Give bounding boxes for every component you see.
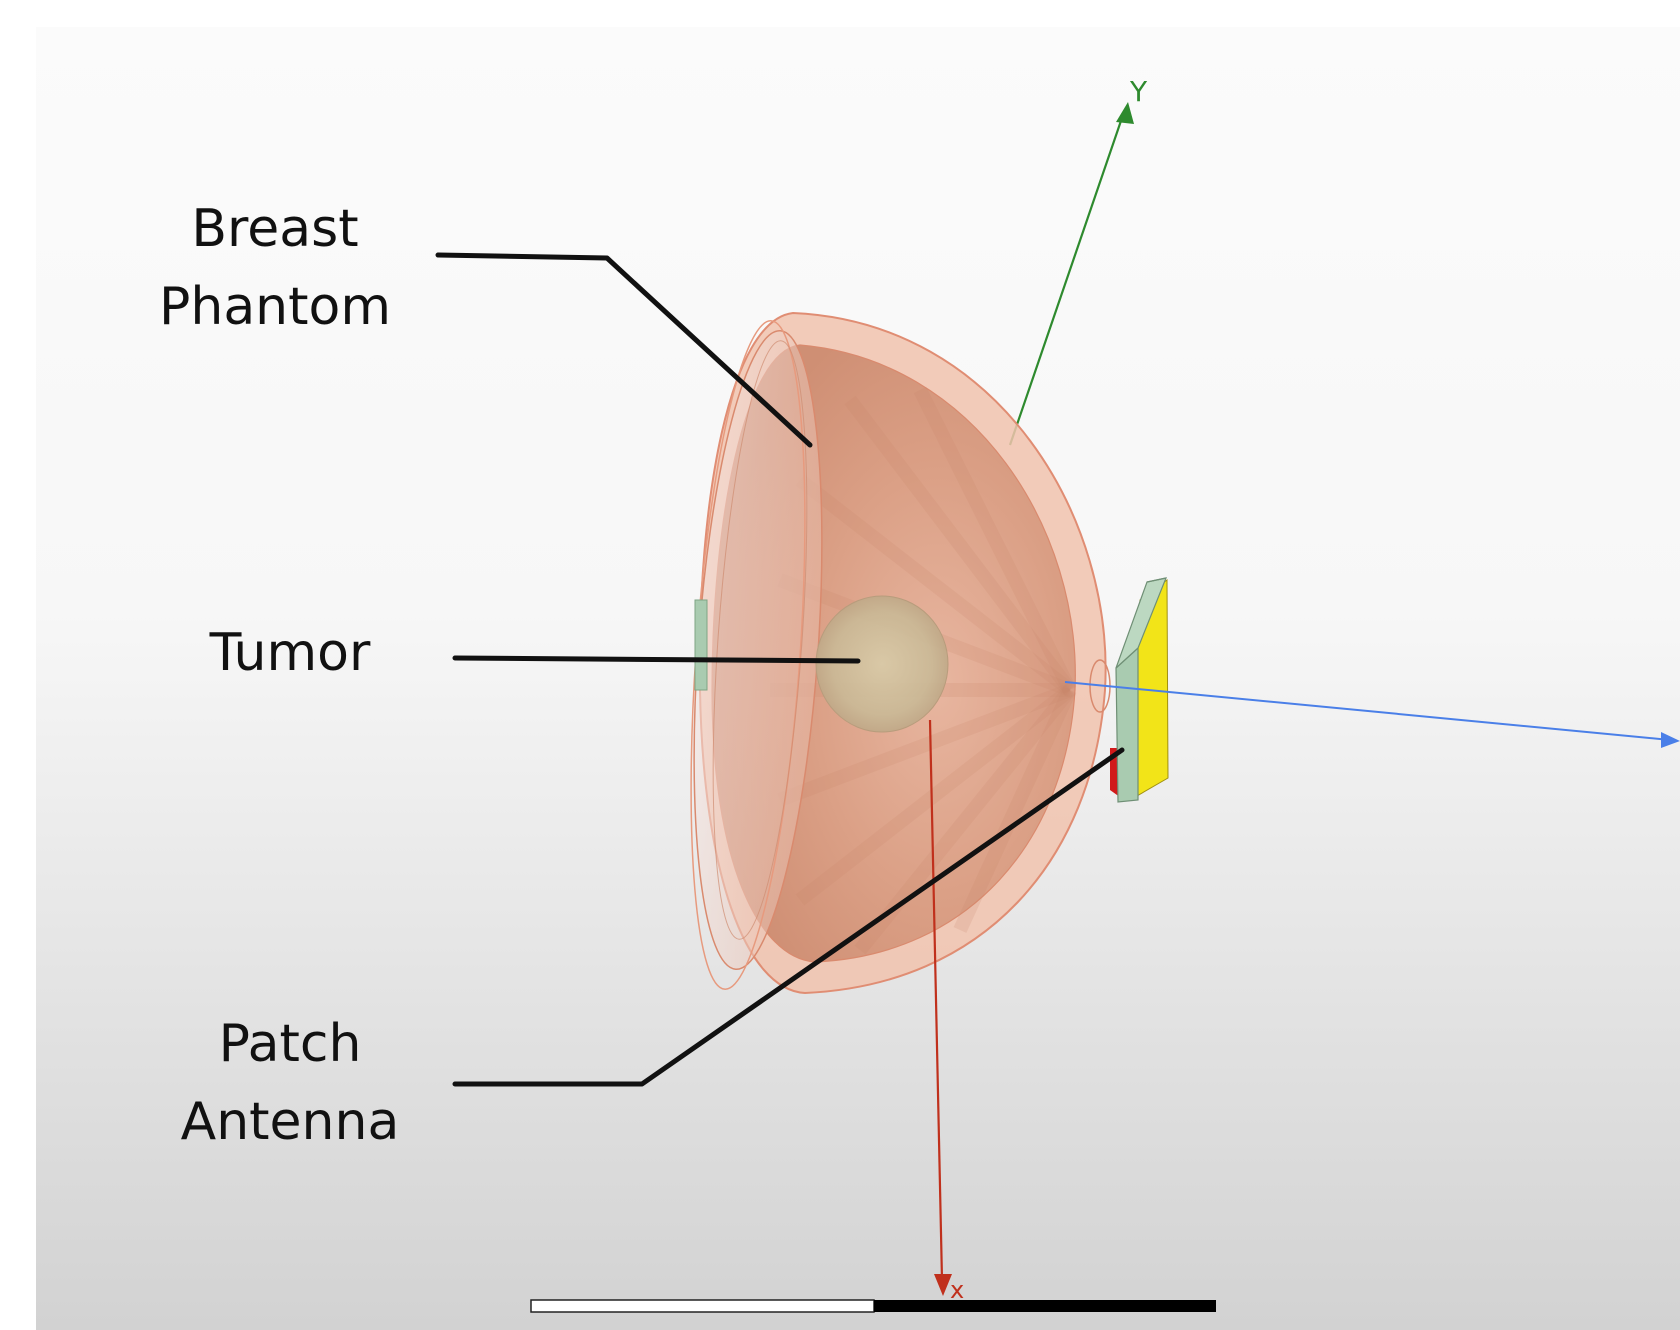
- antenna-substrate-front: [1116, 648, 1138, 802]
- z-axis-arrow-icon: [1661, 732, 1680, 748]
- y-axis-letter: Y: [1129, 75, 1148, 108]
- x-axis-letter: x: [950, 1276, 964, 1304]
- y-axis: Y: [1010, 75, 1148, 445]
- tumor-label: Tumor: [180, 614, 400, 692]
- patch-antenna-label: Patch Antenna: [165, 1005, 415, 1161]
- tumor-leader: [455, 658, 858, 661]
- rear-antenna-edge: [695, 600, 707, 690]
- scale-bar: [531, 1300, 1216, 1312]
- breast-phantom-label: Breast Phantom: [150, 190, 400, 346]
- scale-bar-white-segment: [531, 1300, 874, 1312]
- tumor: [816, 596, 948, 732]
- scale-bar-black-segment: [874, 1300, 1216, 1312]
- tumor-sphere: [816, 596, 948, 732]
